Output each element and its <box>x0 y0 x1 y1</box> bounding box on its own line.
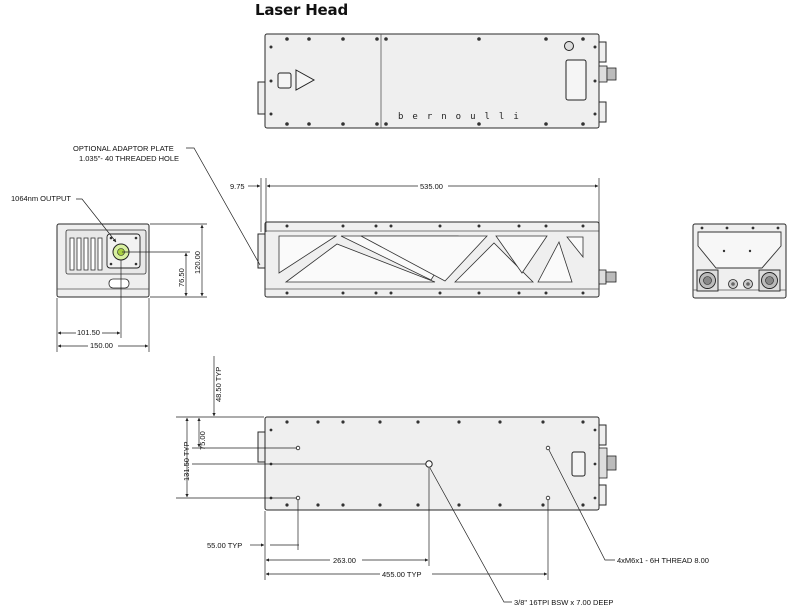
dim-height-76-5: 76.50 <box>177 268 186 287</box>
logo-square-icon <box>277 72 292 89</box>
small-connector-icon <box>728 279 753 289</box>
end-view-connectors <box>692 223 787 299</box>
dim-typ-75: 75.00 <box>198 431 207 450</box>
dim-distance-263: 263.00 <box>333 556 356 565</box>
brand-label: bernoulli <box>398 112 528 122</box>
mount-hole-label: 3/8" 16TPI BSW x 7.00 DEEP <box>514 598 613 607</box>
adaptor-label-line1: OPTIONAL ADAPTOR PLATE <box>73 144 174 153</box>
signal-connector-icon <box>758 269 781 292</box>
connector-icon <box>598 65 617 83</box>
side-view: 535.00 9.75 OPTIONAL ADAPTOR PLATE 1.035… <box>73 144 617 298</box>
power-connector-icon <box>696 269 719 292</box>
dim-width-101-5: 101.50 <box>77 328 100 337</box>
logo-triangle-icon <box>295 69 316 91</box>
top-view: bernoulli <box>257 33 617 129</box>
dim-length: 535.00 <box>420 182 443 191</box>
adaptor-label-line2: 1.035"- 40 THREADED HOLE <box>79 154 179 163</box>
dim-height-120: 120.00 <box>193 251 202 274</box>
dim-width-150: 150.00 <box>90 341 113 350</box>
output-label: 1064nm OUTPUT <box>11 194 71 203</box>
drawing-title: Laser Head <box>255 1 348 19</box>
dim-offset: 9.75 <box>230 182 245 191</box>
dim-typ-48-5: 48.50 TYP <box>214 367 223 402</box>
dim-typ-131-5: 131.50 TYP <box>182 442 191 481</box>
dim-typ-55: 55.00 TYP <box>207 541 242 550</box>
dim-typ-455: 455.00 TYP <box>382 570 421 579</box>
end-view-output: 1064nm OUTPUT 120.00 76.50 101.50 150.00 <box>11 194 207 352</box>
thread-label: 4xM6x1 - 6H THREAD 8.00 <box>617 556 709 565</box>
bottom-view: 48.50 TYP 75.00 131.50 TYP 55.00 TYP 263… <box>176 356 709 607</box>
